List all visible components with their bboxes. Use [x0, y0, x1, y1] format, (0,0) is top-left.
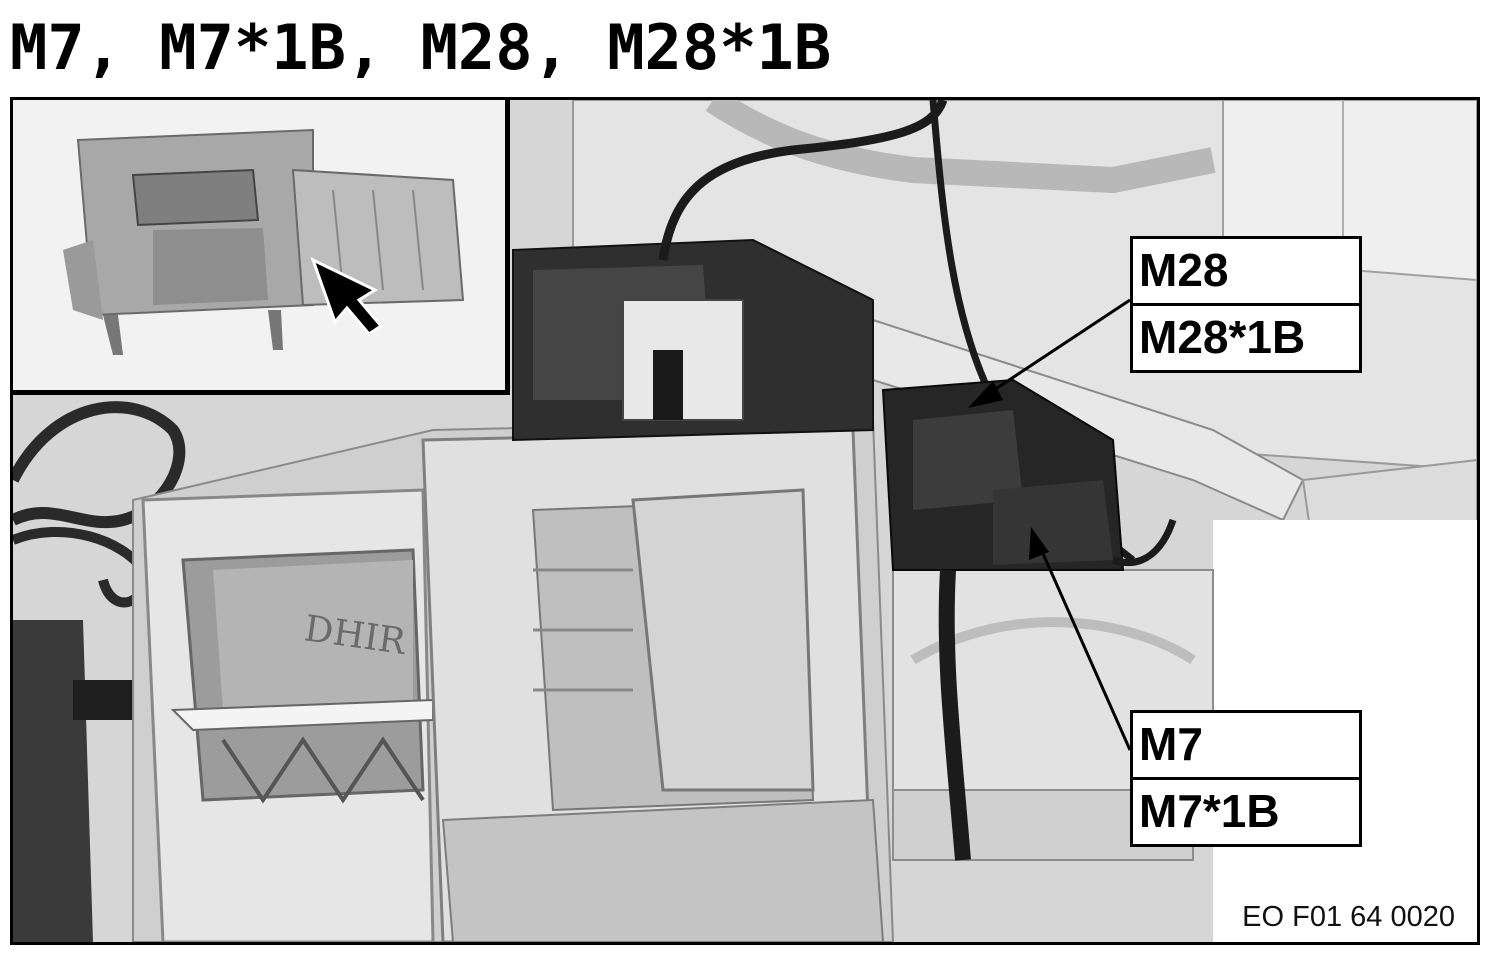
- callout-m28: M28 M28*1B: [1130, 236, 1362, 373]
- callout-m7: M7 M7*1B: [1130, 710, 1362, 847]
- locator-inset: [13, 100, 510, 395]
- callout-label-m7-1b: M7*1B: [1133, 777, 1359, 844]
- callout-label-m7: M7: [1139, 718, 1203, 770]
- callout-label-m28: M28: [1139, 244, 1229, 296]
- figure-code: EO F01 64 0020: [1242, 901, 1455, 933]
- hvac-unit-locator-illustration: [13, 100, 505, 390]
- diagram-figure: DHIR: [10, 97, 1480, 945]
- page-title: M7, M7*1B, M28, M28*1B: [10, 11, 832, 84]
- locator-arrow: [310, 257, 384, 336]
- callout-label-m28-1b: M28*1B: [1133, 303, 1359, 370]
